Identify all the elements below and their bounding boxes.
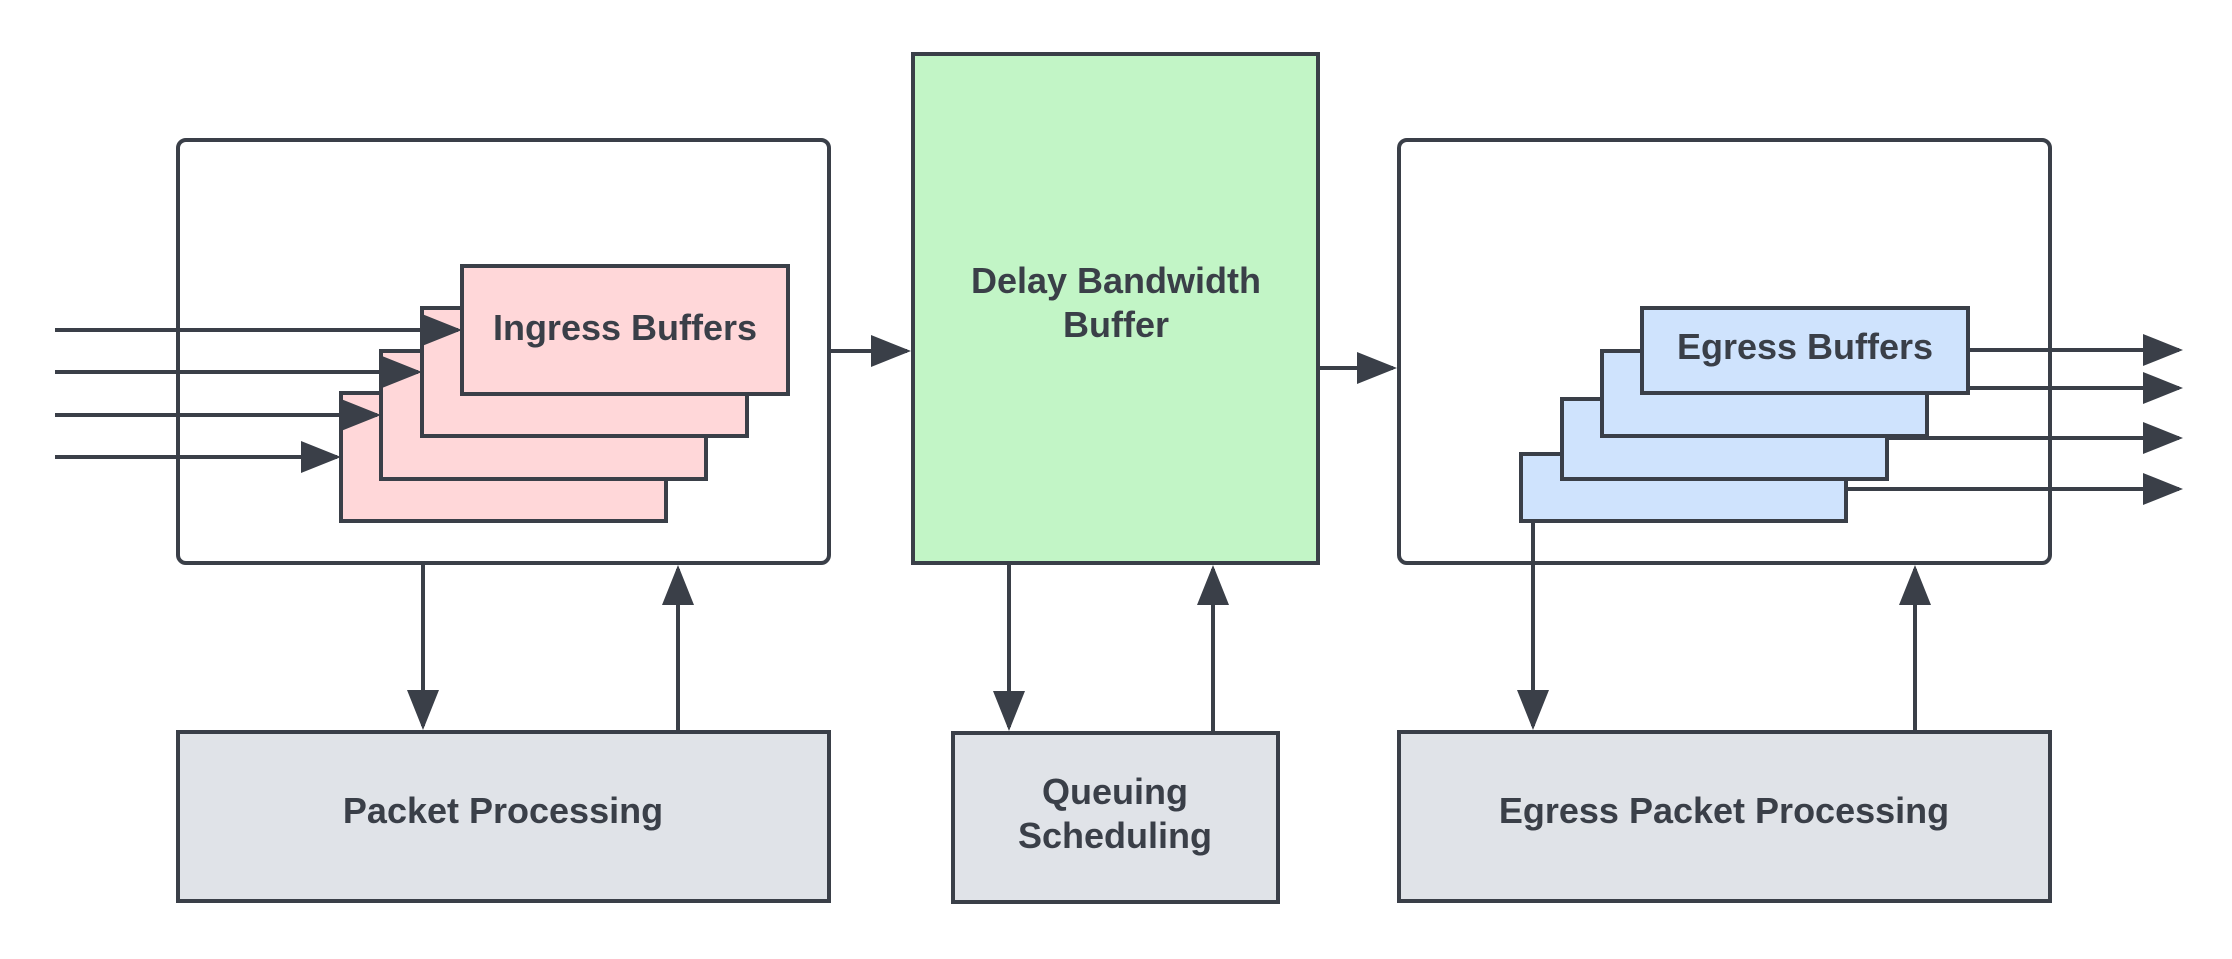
- ingress-buffers-label: Ingress Buffers: [493, 307, 757, 348]
- egress-buffer-stack: Egress Buffers: [1519, 306, 1970, 523]
- egress-buffer-1: [1640, 306, 1970, 395]
- egress-packet-processing-box: [1397, 730, 2052, 903]
- egress-packet-processing-label: Egress Packet Processing: [1499, 790, 1949, 831]
- packet-processing-label: Packet Processing: [343, 790, 663, 831]
- queuing-scheduling-label-line1: Queuing: [1042, 771, 1188, 812]
- queuing-scheduling-label-line2: Scheduling: [1018, 815, 1212, 856]
- delay-bandwidth-buffer: [911, 52, 1320, 565]
- ingress-input-arrows: [55, 314, 462, 473]
- vertical-arrows: [407, 521, 1931, 733]
- egress-output-arrows: [1846, 334, 2183, 505]
- delay-bandwidth-buffer-label-line2: Buffer: [1063, 304, 1169, 345]
- packet-processing-box: [176, 730, 831, 903]
- ingress-buffer-stack: Ingress Buffers: [339, 264, 790, 523]
- egress-buffers-label: Egress Buffers: [1677, 326, 1933, 367]
- delay-bandwidth-buffer-label-line1: Delay Bandwidth: [971, 260, 1261, 301]
- queuing-scheduling-box: [951, 731, 1280, 904]
- ingress-buffer-1: [460, 264, 790, 396]
